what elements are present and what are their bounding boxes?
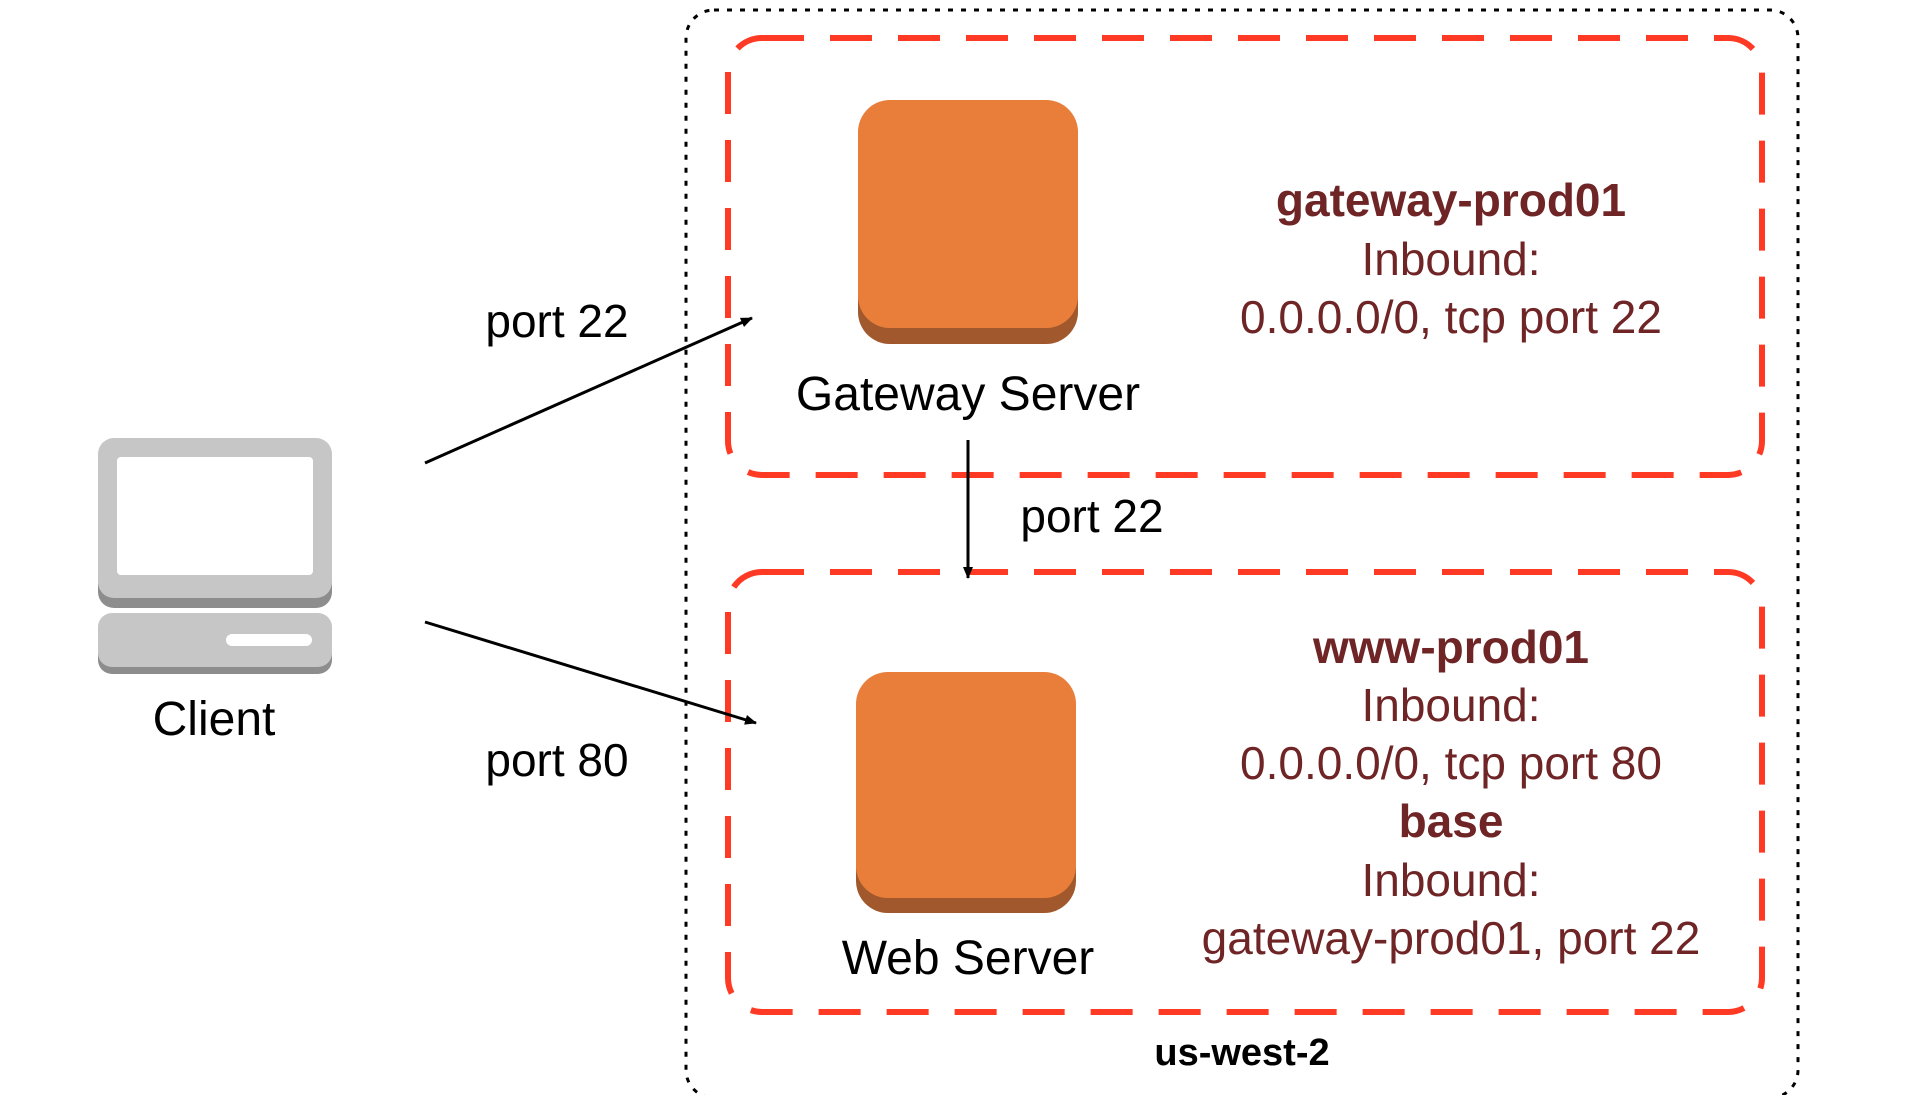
gateway-server-label: Gateway Server <box>796 368 1140 421</box>
web-instance-icon[interactable] <box>856 672 1076 913</box>
client-to-gateway-arrow <box>424 316 753 465</box>
gateway-to-web-port-label: port 22 <box>1020 490 1163 542</box>
client-label: Client <box>153 693 276 746</box>
web-sg-rule: 0.0.0.0/0, tcp port 80 <box>1240 737 1662 789</box>
gateway-security-group <box>725 35 1765 478</box>
web-security-group <box>725 569 1765 1015</box>
web-sg-inbound-label: Inbound: <box>1361 679 1540 731</box>
region-boundary <box>684 8 1800 1095</box>
computer-icon[interactable] <box>98 438 332 674</box>
gateway-instance-icon[interactable] <box>858 100 1078 344</box>
gateway-sg-name: gateway-prod01 <box>1276 174 1626 226</box>
base-sg-rule: gateway-prod01, port 22 <box>1202 912 1701 964</box>
gateway-sg-inbound-label: Inbound: <box>1361 233 1540 285</box>
region-label: us-west-2 <box>1154 1032 1329 1074</box>
client-to-web-port-label: port 80 <box>485 734 628 786</box>
client-to-gateway-port-label: port 22 <box>485 295 628 347</box>
client-to-web-arrow <box>424 620 757 725</box>
gateway-sg-rule: 0.0.0.0/0, tcp port 22 <box>1240 291 1662 343</box>
web-sg-name: www-prod01 <box>1312 621 1589 673</box>
base-sg-name: base <box>1399 795 1504 847</box>
web-server-label: Web Server <box>842 932 1095 985</box>
base-sg-inbound-label: Inbound: <box>1361 854 1540 906</box>
